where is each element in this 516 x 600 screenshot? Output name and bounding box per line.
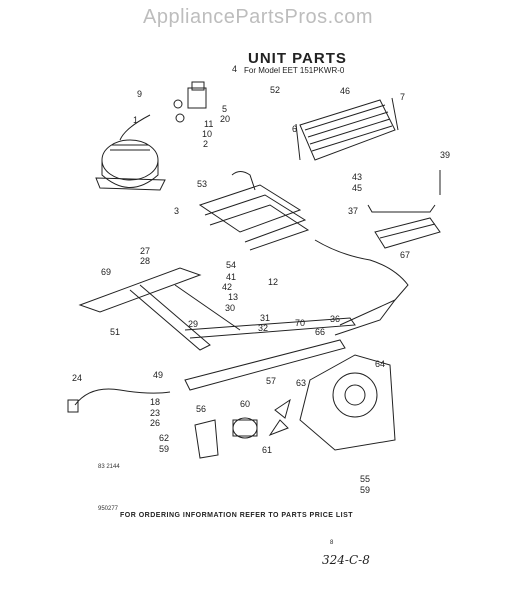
part-label: 57 xyxy=(266,376,276,386)
part-label: 31 xyxy=(260,313,270,323)
part-label: 64 xyxy=(375,359,385,369)
part-label: 39 xyxy=(440,150,450,160)
part-label: 42 xyxy=(222,282,232,292)
part-label: 70 xyxy=(295,318,305,328)
part-label: 27 xyxy=(140,246,150,256)
watermark: AppliancePartsPros.com xyxy=(143,6,373,28)
compressor-drawing xyxy=(95,139,166,191)
part-label: 5 xyxy=(222,104,227,114)
part-label: 45 xyxy=(352,183,362,193)
part-label: 24 xyxy=(72,373,82,383)
part-label: 46 xyxy=(340,86,350,96)
drip-pan-drawing xyxy=(374,217,441,249)
part-label: 59 xyxy=(159,444,169,454)
part-label: 63 xyxy=(296,378,306,388)
figure-code: 83 2144 xyxy=(98,464,120,470)
relay-drawing xyxy=(119,81,207,141)
part-label: 59 xyxy=(360,485,370,495)
diagram-title: UNIT PARTS xyxy=(248,50,347,67)
fan-shroud-drawing xyxy=(299,354,396,451)
part-label: 4 xyxy=(232,64,237,74)
part-label: 52 xyxy=(270,85,280,95)
part-label: 26 xyxy=(150,418,160,428)
evaporator-drawing xyxy=(198,171,310,251)
fan-blade-drawing xyxy=(268,398,291,437)
part-label: 49 xyxy=(153,370,163,380)
condenser-drawing xyxy=(295,97,399,161)
drain-tube-drawing xyxy=(314,239,409,336)
part-label: 60 xyxy=(240,399,250,409)
part-label: 67 xyxy=(400,250,410,260)
part-label: 9 xyxy=(137,89,142,99)
part-label: 2 xyxy=(203,139,208,149)
base-frame-drawing xyxy=(78,267,356,351)
part-label: 11 xyxy=(204,119,213,129)
part-label: 69 xyxy=(101,267,111,277)
corner-code: 950277 xyxy=(98,506,119,512)
part-label: 20 xyxy=(220,114,230,124)
part-label: 1 xyxy=(133,115,138,125)
tube-drawing xyxy=(367,204,436,213)
part-label: 36 xyxy=(330,314,340,324)
part-labels: 4 5 52 20 46 7 9 11 10 1 2 6 39 43 45 53… xyxy=(72,64,450,495)
motor-bracket-drawing xyxy=(194,419,219,459)
part-label: 61 xyxy=(262,445,272,455)
ordering-footer: FOR ORDERING INFORMATION REFER TO PARTS … xyxy=(120,512,354,519)
part-label: 6 xyxy=(292,124,297,134)
part-label: 66 xyxy=(315,327,325,337)
part-label: 37 xyxy=(348,206,358,216)
part-label: 7 xyxy=(400,92,405,102)
part-label: 32 xyxy=(258,323,268,333)
part-label: 54 xyxy=(226,260,236,270)
part-label: 30 xyxy=(225,303,235,313)
part-label: 29 xyxy=(188,319,198,329)
power-cord-drawing xyxy=(67,388,171,413)
part-label: 55 xyxy=(360,474,370,484)
part-label: 28 xyxy=(140,256,150,266)
footer-mark: 8 xyxy=(330,540,334,546)
part-label: 53 xyxy=(197,179,207,189)
part-label: 41 xyxy=(226,272,236,282)
part-label: 43 xyxy=(352,172,362,182)
part-label: 23 xyxy=(150,408,160,418)
part-label: 12 xyxy=(268,277,278,287)
part-label: 18 xyxy=(150,397,160,407)
fan-motor-drawing xyxy=(232,417,258,439)
part-label: 51 xyxy=(110,327,120,337)
part-label: 62 xyxy=(159,433,169,443)
rail-drawing xyxy=(184,339,346,391)
part-label: 10 xyxy=(202,129,212,139)
model-subtitle: For Model EET 151PKWR-0 xyxy=(244,66,345,75)
part-label: 3 xyxy=(174,206,179,216)
part-label: 56 xyxy=(196,404,206,414)
page-code: 324-C-8 xyxy=(322,553,370,567)
part-label: 13 xyxy=(228,292,238,302)
